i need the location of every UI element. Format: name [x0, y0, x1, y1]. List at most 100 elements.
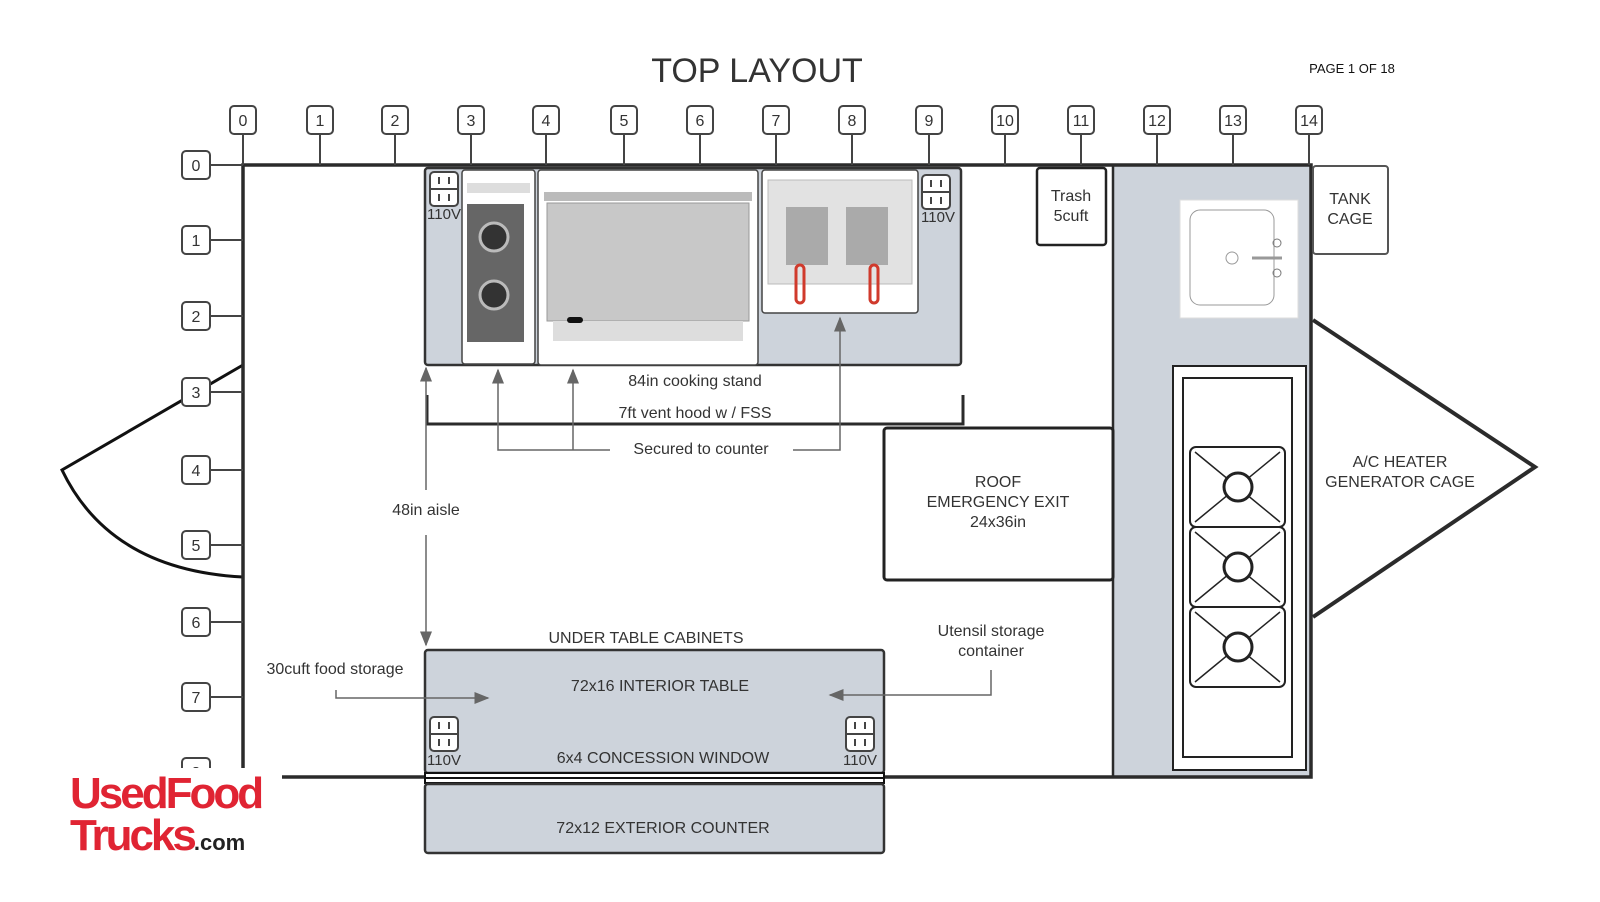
- column-marker-label: 4: [542, 113, 551, 130]
- column-marker-label: 13: [1224, 113, 1242, 130]
- column-marker: [457, 105, 485, 135]
- row-marker-label: 0: [192, 158, 201, 175]
- tank-cage: [1312, 165, 1389, 255]
- usedfoodtrucks-logo: UsedFood Trucks.com: [66, 768, 282, 860]
- row-marker-label: 3: [192, 385, 201, 402]
- column-marker-label: 12: [1148, 113, 1166, 130]
- trash-bin: [1035, 166, 1108, 247]
- burner-icon: [1189, 446, 1286, 528]
- tank-label-1: TANK: [1329, 191, 1371, 208]
- row-marker-label: 2: [192, 309, 201, 326]
- column-marker-label: 0: [239, 113, 248, 130]
- column-marker: [532, 105, 560, 135]
- trailer-hitch: [60, 363, 244, 579]
- burner-icon: [1189, 606, 1286, 688]
- column-marker: [1295, 105, 1323, 135]
- row-marker: [181, 455, 211, 485]
- cooking-stand-label: 84in cooking stand: [628, 373, 761, 390]
- interior-table-label: 72x16 INTERIOR TABLE: [571, 678, 749, 695]
- row-marker-label: 1: [192, 233, 201, 250]
- roof-label-2: EMERGENCY EXIT: [927, 494, 1070, 511]
- concession-window: [424, 772, 885, 784]
- logo-suffix: .com: [194, 830, 245, 855]
- row-marker: [181, 530, 211, 560]
- row-marker: [181, 682, 211, 712]
- vent-hood-label: 7ft vent hood w / FSS: [619, 405, 772, 422]
- row-marker: [181, 150, 211, 180]
- trash-label-1: Trash: [1051, 188, 1091, 205]
- row-marker-label: 5: [192, 538, 201, 555]
- logo-line2: Trucks: [70, 811, 195, 860]
- roof-label-1: ROOF: [975, 474, 1021, 491]
- row-marker: [181, 301, 211, 331]
- outlet-icon: [921, 174, 951, 210]
- column-marker: [838, 105, 866, 135]
- column-marker: [762, 105, 790, 135]
- outlet-icon: [429, 716, 459, 752]
- column-marker: [229, 105, 257, 135]
- outlet-voltage-label: 110V: [427, 752, 461, 769]
- row-marker: [181, 225, 211, 255]
- column-marker-label: 2: [391, 113, 400, 130]
- column-marker-label: 14: [1300, 113, 1318, 130]
- exterior-counter: [423, 782, 886, 855]
- ac-label-1: A/C HEATER: [1353, 454, 1448, 471]
- griddle-icon: [537, 169, 759, 366]
- roof-label-3: 24x36in: [970, 514, 1026, 531]
- sink-icon: [1179, 199, 1299, 319]
- window-label: 6x4 CONCESSION WINDOW: [557, 750, 770, 767]
- column-marker: [1067, 105, 1095, 135]
- page-title: TOP LAYOUT: [651, 52, 863, 90]
- page-number: PAGE 1 OF 18: [1309, 61, 1395, 76]
- column-marker-label: 5: [620, 113, 629, 130]
- column-marker-label: 3: [467, 113, 476, 130]
- stove-burners-icon: [1172, 365, 1307, 771]
- row-marker-label: 7: [192, 690, 201, 707]
- vent-hood-bracket: [425, 395, 965, 426]
- trash-label-2: 5cuft: [1054, 208, 1089, 225]
- exterior-counter-label: 72x12 EXTERIOR COUNTER: [556, 820, 769, 837]
- utensil-label-2: container: [958, 643, 1024, 660]
- logo-line1: UsedFood: [70, 769, 261, 818]
- outlet-voltage-label: 110V: [427, 206, 461, 223]
- ac-label-2: GENERATOR CAGE: [1325, 474, 1475, 491]
- tank-label-2: CAGE: [1327, 211, 1372, 228]
- column-marker: [306, 105, 334, 135]
- roof-emergency-exit: [882, 426, 1115, 582]
- food-storage-arrow: [335, 690, 490, 704]
- row-marker-label: 4: [192, 463, 201, 480]
- utensil-label-1: Utensil storage: [938, 623, 1045, 640]
- outlet-icon: [429, 171, 459, 207]
- column-marker: [1143, 105, 1171, 135]
- row-marker: [181, 607, 211, 637]
- two-burner-hotplate-icon: [461, 169, 536, 365]
- outlet-icon: [845, 716, 875, 752]
- svg-text:Trucks.com: Trucks.com: [70, 811, 245, 860]
- column-marker-label: 10: [996, 113, 1014, 130]
- utensil-arrow: [828, 670, 992, 701]
- aisle-label: 48in aisle: [392, 502, 460, 519]
- row-marker-label: 6: [192, 615, 201, 632]
- double-fryer-icon: [761, 169, 919, 314]
- column-marker: [381, 105, 409, 135]
- column-marker: [610, 105, 638, 135]
- column-marker-label: 8: [848, 113, 857, 130]
- outlets: 110V 110V 110V 110V: [427, 171, 955, 769]
- column-marker-label: 7: [772, 113, 781, 130]
- column-marker-label: 9: [925, 113, 934, 130]
- outlet-voltage-label: 110V: [921, 209, 955, 226]
- secured-arrows: [492, 316, 846, 451]
- column-marker-label: 11: [1073, 113, 1090, 130]
- column-marker-label: 6: [696, 113, 705, 130]
- outlet-voltage-label: 110V: [843, 752, 877, 769]
- column-marker-label: 1: [316, 113, 325, 130]
- column-marker: [1219, 105, 1247, 135]
- cabinets-label: UNDER TABLE CABINETS: [548, 630, 743, 647]
- column-marker: [686, 105, 714, 135]
- food-storage-label: 30cuft food storage: [267, 661, 404, 678]
- secured-label: Secured to counter: [633, 441, 769, 458]
- column-marker: [915, 105, 943, 135]
